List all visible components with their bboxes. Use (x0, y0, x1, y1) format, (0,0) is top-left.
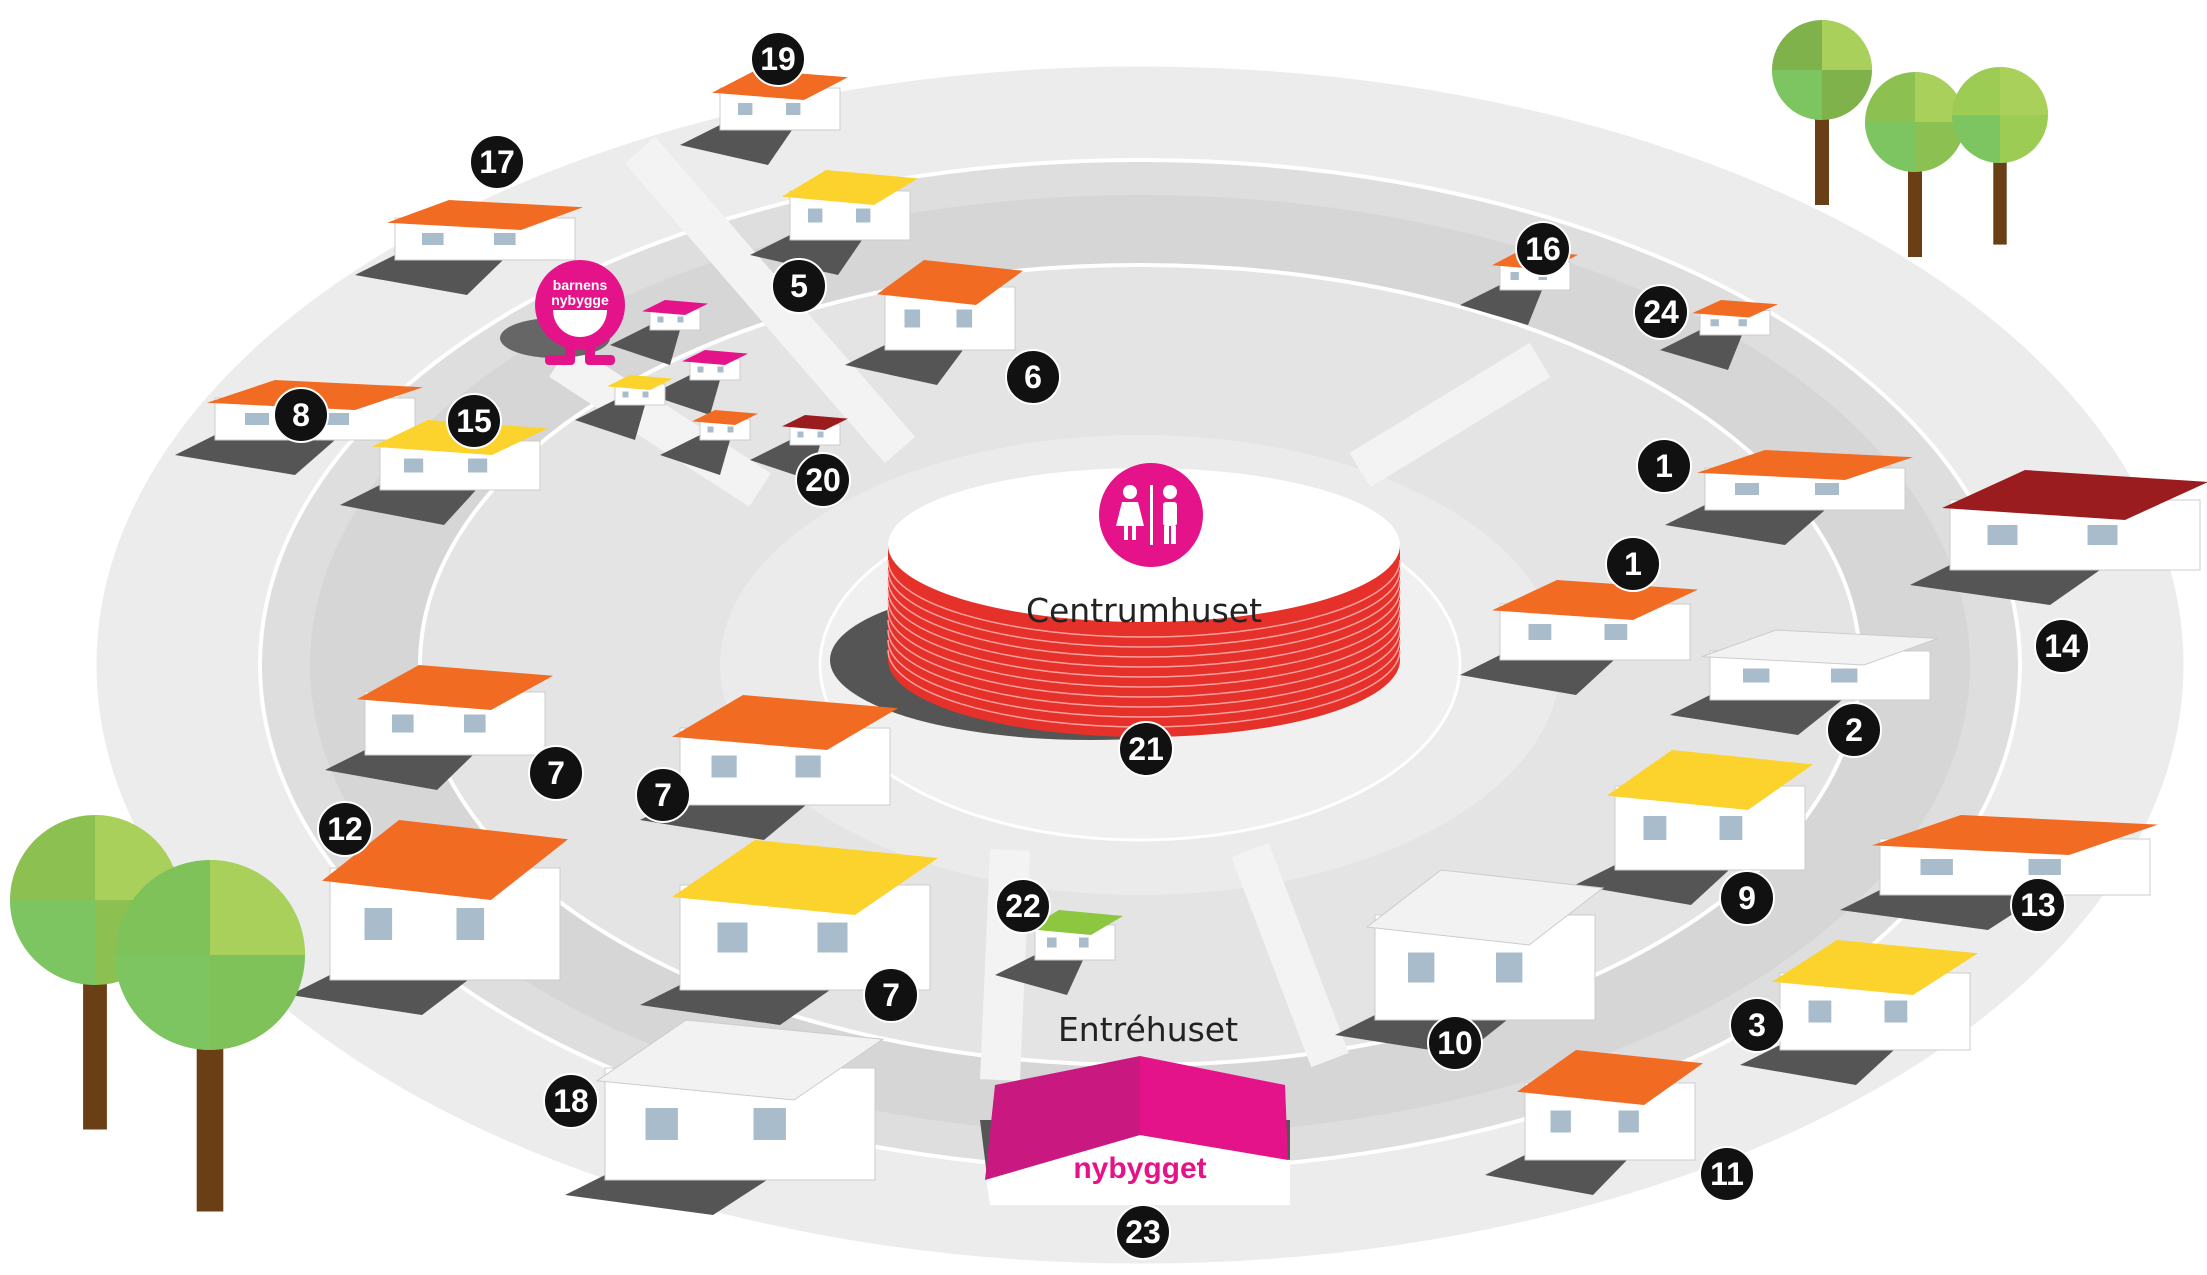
location-marker-5[interactable]: 5 (771, 258, 827, 314)
marker-number: 16 (1525, 231, 1561, 267)
marker-number: 7 (547, 755, 565, 791)
exhibit-house[interactable] (1575, 750, 1813, 905)
entrehuset-label: Entréhuset (1058, 1010, 1238, 1049)
location-marker-23[interactable]: 23 (1115, 1204, 1171, 1260)
marker-number: 24 (1643, 294, 1679, 330)
marker-number: 19 (760, 41, 796, 77)
entrehuset[interactable]: Entréhuset nybygget (980, 1010, 1290, 1205)
exhibit-house[interactable] (1740, 940, 1978, 1085)
tree (1865, 72, 1965, 257)
restroom-figures (1116, 485, 1177, 545)
marker-number: 12 (327, 811, 363, 847)
exhibit-house[interactable] (650, 350, 748, 415)
location-marker-22[interactable]: 22 (995, 878, 1051, 934)
marker-number: 8 (292, 397, 310, 433)
nybygget-logo: nybygget (1073, 1152, 1206, 1185)
location-marker-17[interactable]: 17 (469, 134, 525, 190)
location-marker-3[interactable]: 3 (1729, 997, 1785, 1053)
marker-number: 13 (2020, 887, 2056, 923)
exhibit-house[interactable] (750, 170, 918, 275)
marker-number: 5 (790, 268, 808, 304)
exhibit-house[interactable] (1485, 1050, 1703, 1195)
marker-number: 17 (479, 144, 515, 180)
location-marker-12[interactable]: 12 (317, 801, 373, 857)
location-marker-20[interactable]: 20 (795, 452, 851, 508)
exhibit-house[interactable] (355, 200, 583, 295)
exhibit-house[interactable] (845, 260, 1023, 385)
marker-number: 14 (2044, 628, 2080, 664)
exhibit-house[interactable] (610, 300, 708, 365)
location-marker-14[interactable]: 14 (2034, 618, 2090, 674)
location-marker-18[interactable]: 18 (543, 1073, 599, 1129)
tree (1952, 67, 2048, 245)
location-marker-7[interactable]: 7 (528, 745, 584, 801)
marker-number: 3 (1748, 1007, 1766, 1043)
exhibit-house[interactable] (290, 820, 568, 1015)
barnens-nybygge-logo[interactable]: barnens nybygge (500, 260, 625, 365)
location-marker-7[interactable]: 7 (635, 767, 691, 823)
exhibit-house[interactable] (565, 1019, 885, 1215)
location-marker-10[interactable]: 10 (1427, 1015, 1483, 1071)
exhibit-house[interactable] (640, 695, 898, 840)
exhibit-house[interactable] (995, 910, 1123, 995)
location-marker-24[interactable]: 24 (1633, 284, 1689, 340)
marker-number: 1 (1655, 448, 1673, 484)
exhibit-house[interactable] (1670, 629, 1939, 735)
tree (1772, 20, 1872, 205)
marker-number: 11 (1710, 1156, 1744, 1192)
location-marker-13[interactable]: 13 (2010, 877, 2066, 933)
marker-number: 22 (1005, 888, 1041, 924)
exhibit-house[interactable] (1910, 470, 2207, 605)
location-marker-8[interactable]: 8 (273, 387, 329, 443)
location-marker-21[interactable]: 21 (1118, 721, 1174, 777)
marker-number: 20 (805, 462, 841, 498)
logo-text-1: barnens (553, 277, 608, 293)
exhibit-house[interactable] (325, 665, 553, 790)
centrumhuset-label: Centrumhuset (1026, 591, 1262, 630)
location-marker-9[interactable]: 9 (1719, 870, 1775, 926)
tree (115, 860, 305, 1212)
exhibit-house[interactable] (1335, 869, 1605, 1055)
location-marker-6[interactable]: 6 (1005, 349, 1061, 405)
marker-number: 10 (1437, 1025, 1473, 1061)
marker-number: 18 (553, 1083, 589, 1119)
marker-number: 2 (1845, 712, 1863, 748)
marker-number: 9 (1738, 880, 1756, 916)
marker-number: 21 (1128, 731, 1164, 767)
location-marker-11[interactable]: 11 (1699, 1146, 1755, 1202)
exhibit-house[interactable] (1460, 580, 1698, 695)
location-marker-16[interactable]: 16 (1515, 221, 1571, 277)
location-marker-1[interactable]: 1 (1605, 536, 1661, 592)
logo-text-2: nybygge (551, 292, 609, 308)
exhibit-house[interactable] (660, 410, 758, 475)
location-marker-7[interactable]: 7 (863, 967, 919, 1023)
marker-number: 1 (1624, 546, 1642, 582)
marker-number: 7 (882, 977, 900, 1013)
location-marker-19[interactable]: 19 (750, 31, 806, 87)
marker-number: 23 (1125, 1214, 1161, 1250)
exhibit-house[interactable] (1665, 450, 1913, 545)
location-marker-1[interactable]: 1 (1636, 438, 1692, 494)
location-marker-15[interactable]: 15 (446, 393, 502, 449)
exhibit-house[interactable] (575, 375, 673, 440)
marker-number: 15 (456, 403, 492, 439)
marker-number: 7 (654, 777, 672, 813)
location-marker-2[interactable]: 2 (1826, 702, 1882, 758)
centrumhuset[interactable]: Centrumhuset (830, 463, 1401, 740)
exhibit-house[interactable] (1660, 300, 1778, 370)
marker-number: 6 (1024, 359, 1042, 395)
